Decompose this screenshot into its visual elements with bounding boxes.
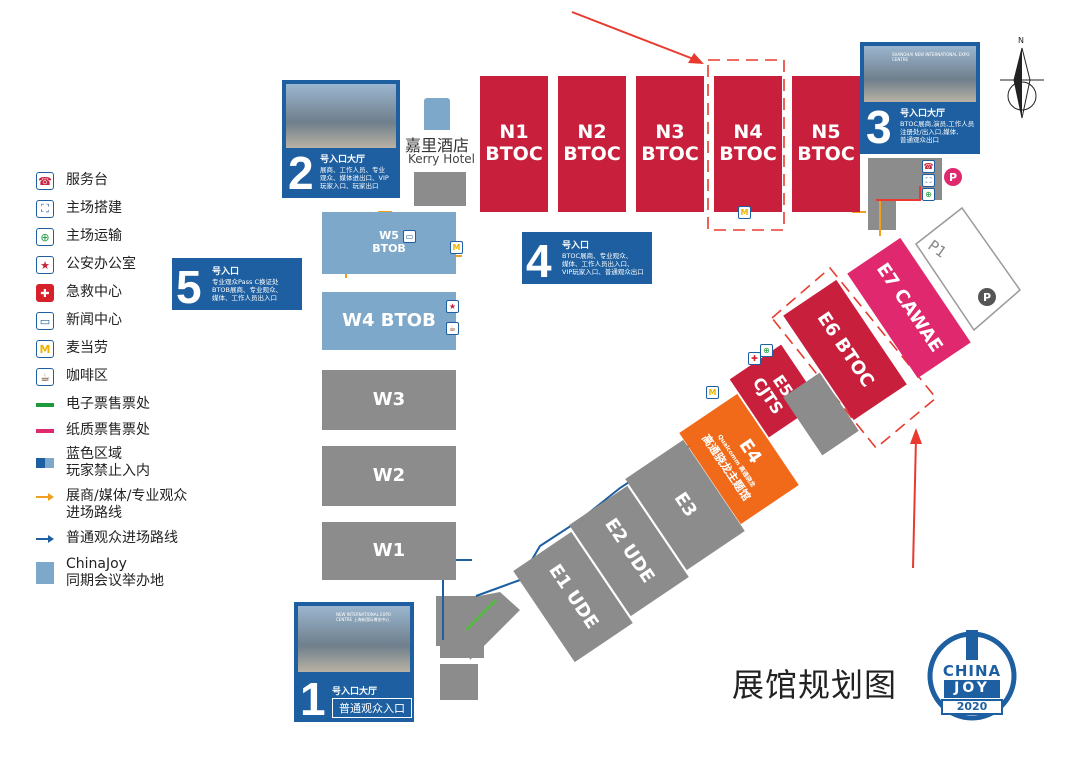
coffee-icon: ☕: [36, 368, 54, 386]
blue-zone-icon: [36, 458, 54, 468]
entrance-5-title: 号入口: [212, 267, 240, 277]
reception-desk-icon: ☎: [36, 172, 54, 190]
kerry-hotel-name: 嘉里酒店: [405, 136, 470, 155]
venue-build-icon: ⛶: [36, 200, 54, 218]
hall-w4[interactable]: W4 BTOB: [322, 292, 456, 350]
mcdonalds-icon-w5: M: [450, 241, 463, 254]
parking-icon-north: P: [944, 168, 962, 186]
venue-transport-icon-north: ⊕: [922, 188, 935, 201]
entrance-3-title: 号入口大厅: [900, 109, 946, 119]
paper-ticket-icon: [36, 428, 54, 433]
entrance-1-number: 1: [300, 673, 326, 725]
blue-route-icon: [36, 530, 54, 547]
entrance-2-card[interactable]: 2 号入口大厅 展商、工作人员、专业 观众、媒体进出口、VIP 玩家入口、玩家出…: [282, 80, 400, 199]
entrance-3-desc: BTOC展商,演员,工作人员 注册处/出入口,媒体, 普通观众出口: [900, 120, 975, 145]
venue-build-icon: ⛶: [922, 174, 935, 187]
legend-item: ✚ 急救中心: [36, 284, 122, 302]
hall-w3[interactable]: W3: [322, 370, 456, 430]
kerry-building: [414, 172, 466, 206]
legend-item: 蓝色区域 玩家禁止入内: [36, 446, 150, 480]
entrance-1-desc: 普通观众入口: [332, 698, 412, 718]
map-title: 展馆规划图: [732, 666, 898, 704]
legend-item: M 麦当劳: [36, 340, 108, 358]
legend-item: 普通观众进场路线: [36, 530, 178, 547]
compass-icon: [1000, 47, 1044, 119]
mcdonalds-icon: M: [36, 340, 54, 358]
entrance-2-title: 号入口大厅: [320, 155, 366, 165]
hall-n1[interactable]: N1 BTOC: [480, 76, 548, 212]
press-center-icon: ▭: [403, 230, 416, 243]
entrance-1-photo-text: NEW INTERNATIONAL EXPO CENTRE 上海新国际博览中心: [336, 612, 391, 622]
legend-item: ChinaJoy 同期会议举办地: [36, 556, 164, 590]
chinajoy-conference-icon: [36, 562, 54, 584]
legend-item: ☕ 咖啡区: [36, 368, 108, 386]
legend-item: ★ 公安办公室: [36, 256, 136, 274]
legend-item: ⛶ 主场搭建: [36, 200, 122, 218]
legend-item: ▭ 新闻中心: [36, 312, 122, 330]
orange-route-icon: [36, 488, 54, 505]
entrance-5-number: 5: [176, 261, 202, 313]
entrance-4-card[interactable]: 4 号入口 BTOC展商、专业观众、 媒体、工作人员出入口、 VIP玩家入口、普…: [522, 232, 652, 287]
logo-text-top: CHINA: [942, 662, 1002, 680]
entrance-2-desc: 展商、工作人员、专业 观众、媒体进出口、VIP 玩家入口、玩家出口: [320, 166, 389, 191]
hall-w2[interactable]: W2: [322, 446, 456, 506]
hall-n3[interactable]: N3 BTOC: [636, 76, 704, 212]
entrance-3-photo-text: SHANGHAI NEW INTERNATIONAL EXPO CENTRE: [892, 52, 970, 62]
hall-w1[interactable]: W1: [322, 522, 456, 580]
entrance-4-title: 号入口: [562, 241, 590, 251]
entrance-4-number: 4: [526, 235, 552, 287]
pointer-arrow-bottom: [910, 428, 922, 569]
hall-w5[interactable]: W5 BTOB: [322, 212, 456, 274]
legend-item: 展商/媒体/专业观众 进场路线: [36, 488, 187, 522]
reception-desk-icon: ☎: [922, 160, 935, 173]
n4-highlight-frame: [707, 59, 785, 231]
e-ticket-line: [464, 598, 498, 632]
logo-year: 2020: [956, 700, 988, 713]
police-office-icon: ★: [36, 256, 54, 274]
chinajoy-logo: [927, 630, 1017, 721]
hall-n4[interactable]: N4 BTOC: [714, 76, 782, 212]
hall-n2[interactable]: N2 BTOC: [558, 76, 626, 212]
entrance-3-card[interactable]: SHANGHAI NEW INTERNATIONAL EXPO CENTRE 3…: [860, 42, 980, 154]
hall-n5[interactable]: N5 BTOC: [792, 76, 860, 212]
press-center-icon: ▭: [36, 312, 54, 330]
entrance-2-number: 2: [288, 147, 314, 199]
logo-text-mid: JOY: [954, 680, 990, 696]
entrance-4-desc: BTOC展商、专业观众、 媒体、工作人员出入口、 VIP玩家入口、普通观众出口: [562, 252, 644, 277]
kerry-hotel-icon: [424, 98, 450, 130]
legend-item: 纸质票售票处: [36, 422, 150, 439]
venue-transport-icon: ⊕: [36, 228, 54, 246]
legend-item: ☎ 服务台: [36, 172, 108, 190]
police-office-icon: ★: [446, 300, 459, 313]
kerry-hotel-name-en: Kerry Hotel: [408, 152, 476, 166]
first-aid-icon: ✚: [36, 284, 54, 302]
entrance-3-number: 3: [866, 101, 892, 153]
pointer-arrow-top: [571, 11, 704, 64]
e-ticket-icon: [36, 402, 54, 407]
legend-item: ⊕ 主场运输: [36, 228, 122, 246]
parking-icon: P: [978, 288, 996, 306]
entrance-5-desc: 专业观众Pass C换证处 BTOB展商、专业观众、 媒体、工作人员出入口: [212, 278, 283, 303]
entrance-1-title: 号入口大厅: [332, 687, 378, 697]
mcdonalds-icon-e4: M: [706, 386, 719, 399]
entrance-5-card[interactable]: 5 号入口 专业观众Pass C换证处 BTOB展商、专业观众、 媒体、工作人员…: [172, 258, 302, 313]
mcdonalds-icon: M: [738, 206, 751, 219]
legend-item: 电子票售票处: [36, 396, 150, 413]
entrance-1-card[interactable]: NEW INTERNATIONAL EXPO CENTRE 上海新国际博览中心 …: [294, 602, 414, 725]
venue-transport-icon: ⊕: [760, 344, 773, 357]
north-label: N: [1018, 36, 1024, 45]
coffee-icon: ☕: [446, 322, 459, 335]
first-aid-icon: ✚: [748, 352, 761, 365]
